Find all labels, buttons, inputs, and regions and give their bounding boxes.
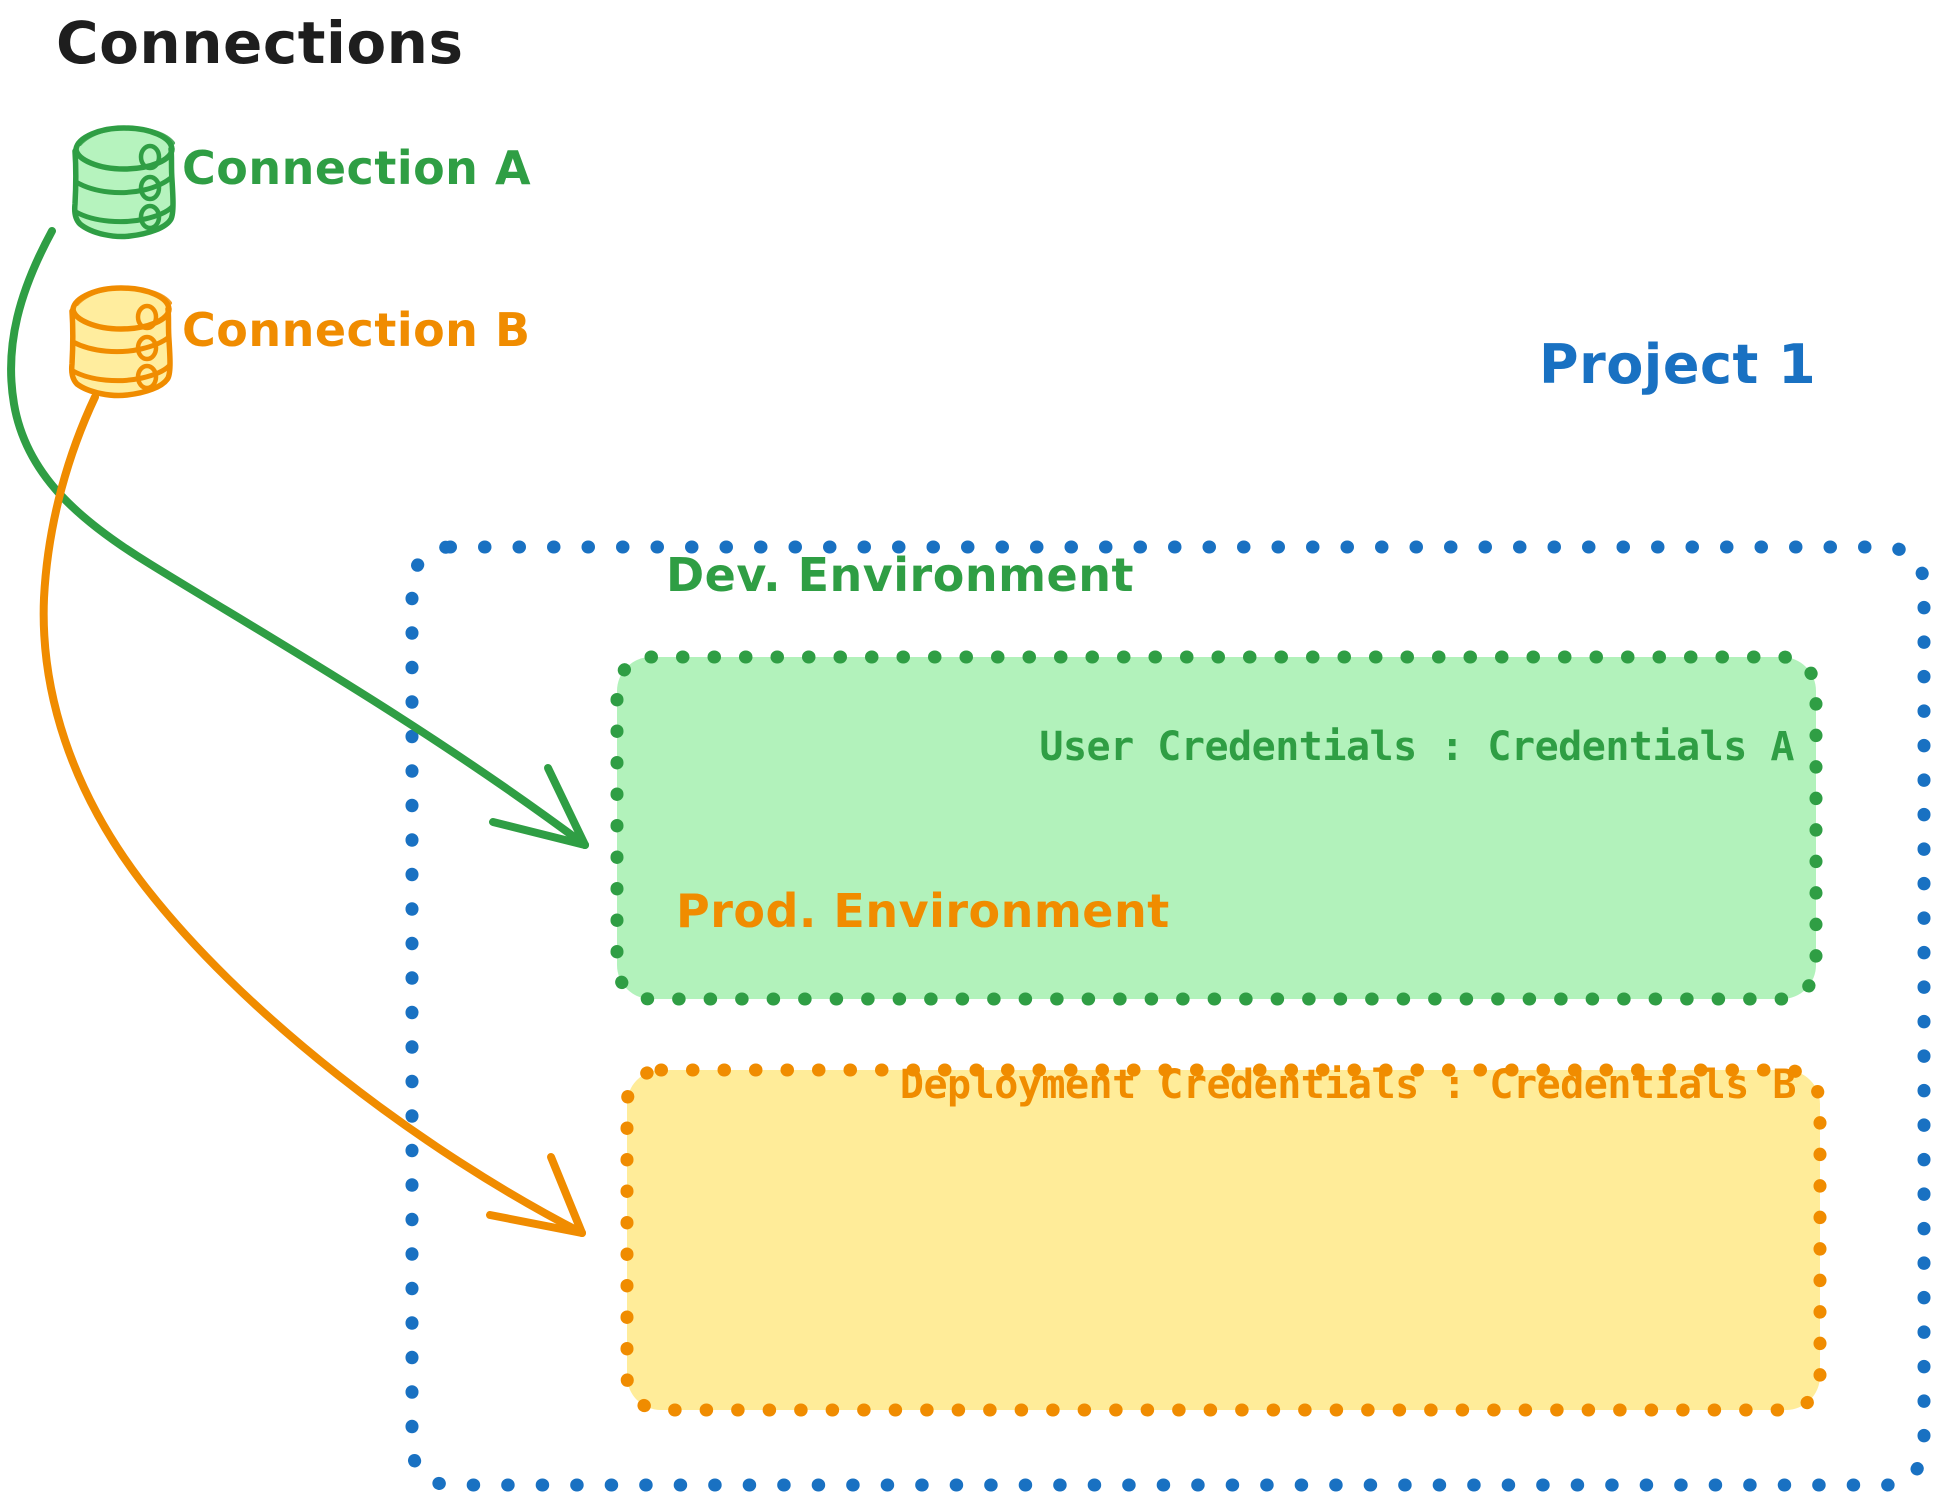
dev-environment-title: Dev. Environment <box>666 548 1134 602</box>
project-container[interactable] <box>405 540 1931 1492</box>
prod-environment-border <box>620 1063 1827 1417</box>
prod-environment-title: Prod. Environment <box>676 884 1170 938</box>
prod-environment-credentials: Deployment Credentials : Credentials B <box>899 1062 1797 1108</box>
database-cylinder-icon-b[interactable] <box>69 285 173 399</box>
arrow-connection-b-to-prod <box>39 393 586 1237</box>
connection-a-label[interactable]: Connection A <box>182 141 532 195</box>
project-title: Project 1 <box>1539 333 1817 396</box>
prod-environment-box[interactable] <box>620 1063 1827 1417</box>
dev-environment-credentials: User Credentials : Credentials A <box>1039 724 1794 770</box>
dev-environment-border <box>610 650 1823 1006</box>
dev-environment-fill <box>617 657 1816 999</box>
page-title: Connections <box>56 9 464 77</box>
dev-environment-box[interactable] <box>610 650 1823 1006</box>
database-cylinder-icon-a[interactable] <box>72 125 176 240</box>
connection-b-label[interactable]: Connection B <box>182 303 531 357</box>
project-border <box>405 540 1931 1492</box>
prod-environment-fill <box>627 1070 1820 1410</box>
arrow-connection-a-to-dev <box>7 227 589 849</box>
